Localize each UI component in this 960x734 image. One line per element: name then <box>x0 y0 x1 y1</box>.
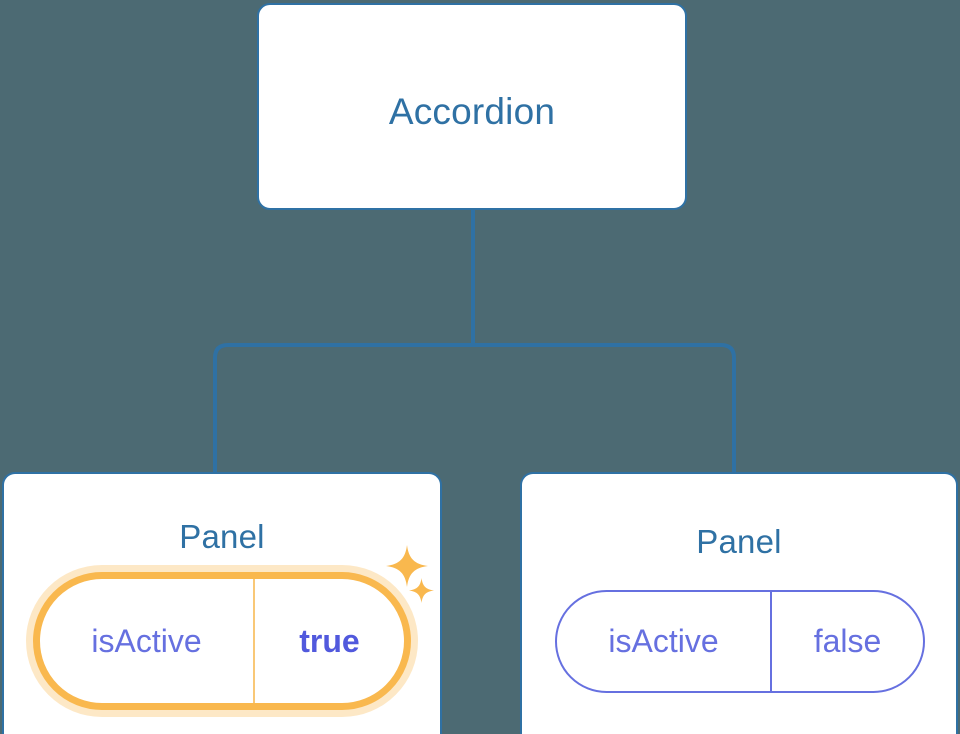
connector-branch-right <box>473 343 736 474</box>
prop-key-label: isActive <box>40 579 255 703</box>
node-accordion-label: Accordion <box>388 91 556 132</box>
connector-branch-left <box>213 343 473 474</box>
prop-value-label: false <box>813 623 882 659</box>
node-accordion[interactable]: Accordion <box>257 3 687 210</box>
node-panel-right-label: Panel <box>696 523 782 560</box>
prop-key-label: isActive <box>557 592 772 691</box>
prop-value-label: true <box>299 622 360 659</box>
node-panel-left-label: Panel <box>179 518 265 555</box>
prop-pill-isactive-false[interactable]: isActive false <box>555 590 925 693</box>
prop-pill-isactive-true[interactable]: isActive true <box>33 572 411 710</box>
